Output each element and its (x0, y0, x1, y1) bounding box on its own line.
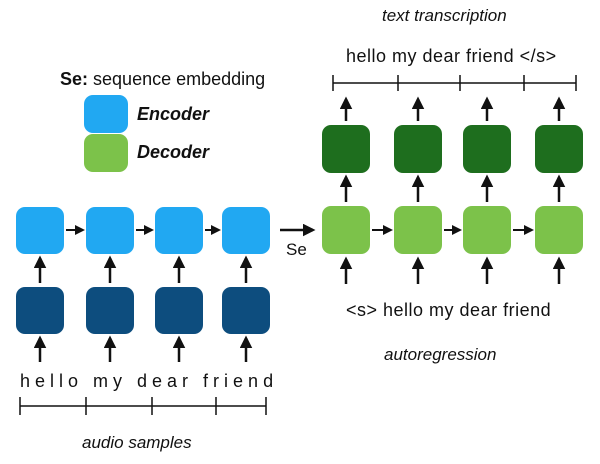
legend-se-line: Se: sequence embedding (60, 69, 265, 90)
legend-decoder-label: Decoder (137, 142, 210, 162)
legend-se-desc: sequence embedding (93, 69, 266, 89)
encoder-dark-block-3 (155, 287, 203, 334)
legend-se-key: Se: (60, 69, 89, 89)
autoregression-label: autoregression (384, 345, 497, 364)
decoder-dark-block-4 (535, 125, 583, 173)
encoder-dark-block-2 (86, 287, 134, 334)
decoder-block-2 (394, 206, 442, 254)
output-sentence: hello my dear friend </s> (346, 46, 557, 66)
input-sentence: <s> hello my dear friend (346, 300, 552, 320)
audio-chars: hello my dear friend (20, 371, 279, 391)
se-edge-label: Se (286, 240, 307, 259)
top-title: text transcription (382, 6, 507, 25)
decoder-dark-block-3 (463, 125, 511, 173)
legend-encoder-swatch (84, 95, 128, 133)
bottom-title: audio samples (82, 433, 192, 452)
encoder-block-4 (222, 207, 270, 254)
decoder-block-1 (322, 206, 370, 254)
decoder-block-3 (463, 206, 511, 254)
decoder-block-4 (535, 206, 583, 254)
encoder-dark-block-4 (222, 287, 270, 334)
legend-encoder-label: Encoder (137, 104, 210, 124)
encoder-block-2 (86, 207, 134, 254)
text-timeline (332, 75, 577, 91)
decoder-dark-block-1 (322, 125, 370, 173)
encoder-block-3 (155, 207, 203, 254)
legend-decoder-swatch (84, 134, 128, 172)
encoder-block-1 (16, 207, 64, 254)
decoder-dark-block-2 (394, 125, 442, 173)
encoder-dark-block-1 (16, 287, 64, 334)
audio-timeline (19, 397, 267, 415)
